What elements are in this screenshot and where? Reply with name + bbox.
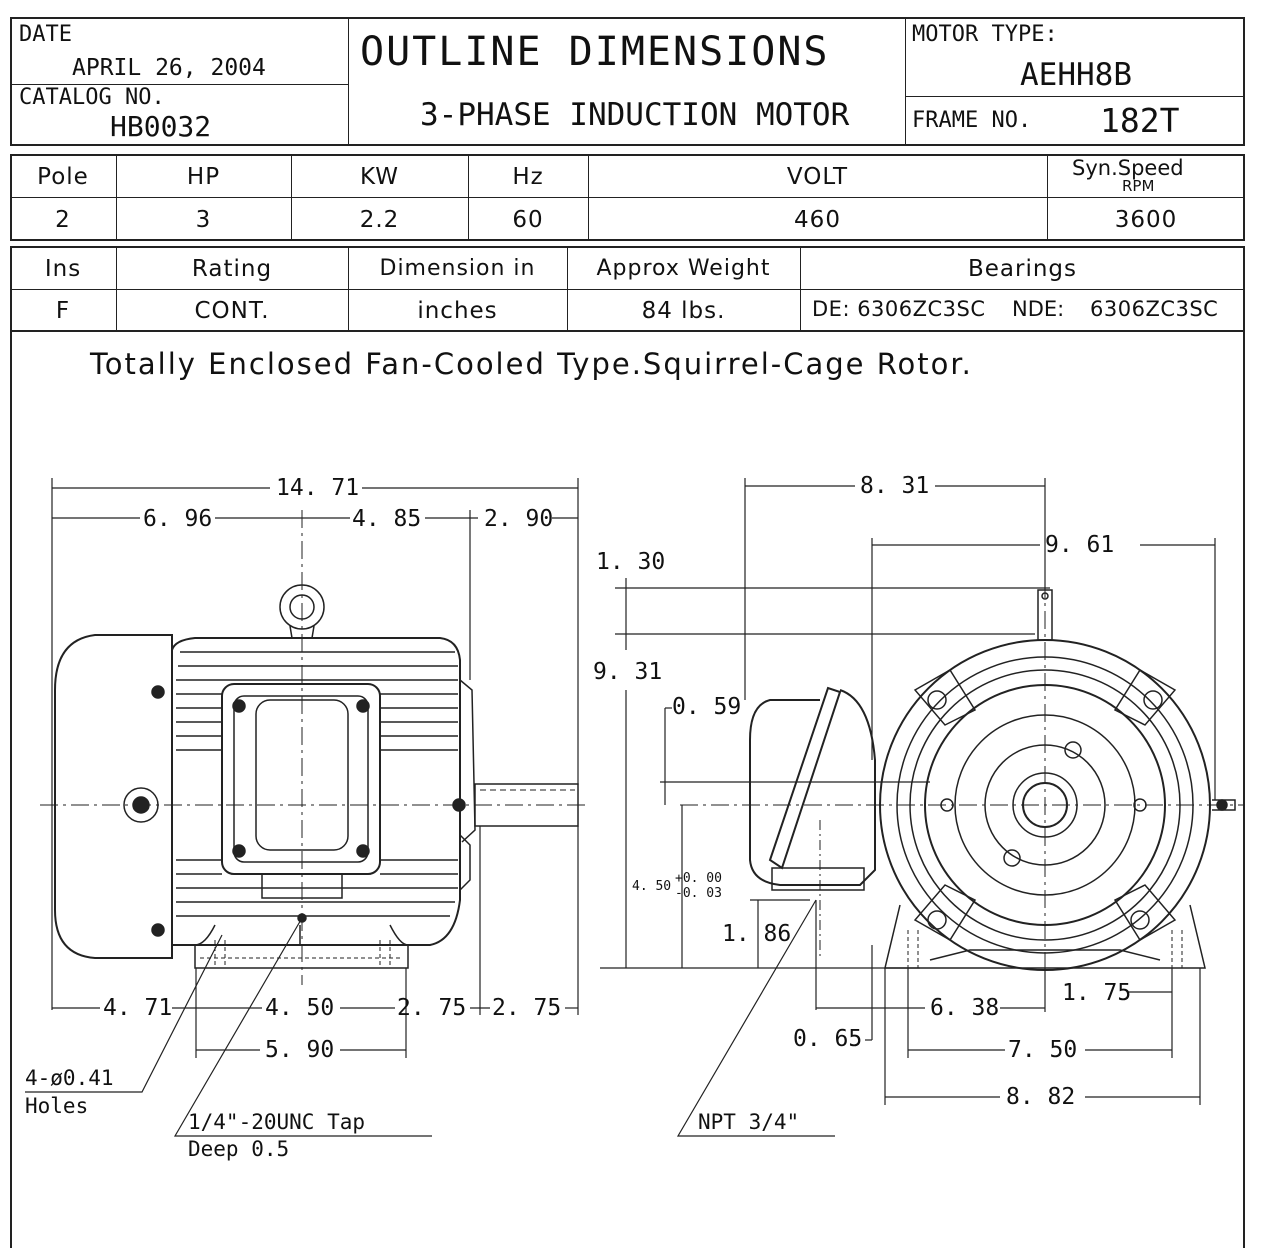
dim-side-b1: 4. 71 (103, 995, 173, 1021)
value-bearing-de: DE: 6306ZC3SC (812, 297, 986, 321)
title-divider-right (905, 17, 906, 146)
title-divider-left (348, 17, 349, 146)
header-ins: Ins (44, 255, 82, 282)
dim-front-w1: 8. 31 (860, 473, 930, 499)
dim-front-tol-plus: +0. 00 (675, 871, 722, 886)
spec-table-2-col (348, 246, 349, 332)
header-dimension: Dimension in (379, 256, 536, 281)
dim-front-f1: 6. 38 (930, 995, 1000, 1021)
header-pole: Pole (37, 163, 89, 190)
motor-type-label: MOTOR TYPE: (912, 22, 1058, 47)
dim-front-f2: 1. 75 (1062, 980, 1132, 1006)
dim-side-b5: 5. 90 (265, 1037, 335, 1063)
date-label: DATE (19, 22, 72, 47)
frame-label: FRAME NO. (912, 108, 1032, 133)
dim-side-b2: 4. 50 (265, 995, 335, 1021)
spec-table-2-col (567, 246, 568, 332)
dim-side-d2: 4. 85 (352, 506, 422, 532)
spec-table-1-col (588, 154, 589, 241)
header-volt: VOLT (786, 163, 849, 190)
value-bearing-nde-label: NDE: (1012, 297, 1065, 321)
front-view-motor (680, 580, 1245, 990)
spec-table-2-rule (10, 289, 1245, 290)
dim-front-h5: 1. 86 (722, 921, 792, 947)
dim-front-f5: 8. 82 (1006, 1084, 1076, 1110)
page-subtitle: 3-PHASE INDUCTION MOTOR (420, 97, 850, 133)
date-value: APRIL 26, 2004 (72, 55, 266, 81)
drawing-frame-right (1243, 332, 1245, 1248)
value-kw: 2.2 (359, 206, 400, 233)
value-volt: 460 (794, 206, 841, 233)
value-syn-speed: 3600 (1114, 206, 1178, 233)
header-kw: KW (359, 163, 399, 190)
dim-front-tol-minus: -0. 03 (675, 886, 722, 901)
spec-table-1-col (116, 154, 117, 241)
header-syn-speed: Syn.Speed (1072, 156, 1184, 180)
value-rating: CONT. (194, 298, 270, 324)
header-hp: HP (186, 163, 221, 190)
spec-table-2-col (800, 246, 801, 332)
value-hz: 60 (512, 206, 544, 233)
dim-front-f3: 0. 65 (793, 1026, 863, 1052)
value-weight: 84 lbs. (641, 298, 726, 324)
value-ins: F (55, 298, 71, 324)
description: Totally Enclosed Fan-Cooled Type.Squirre… (90, 347, 973, 381)
spec-table-1-rule (10, 197, 1245, 198)
holes-note: 4-ø0.41 (25, 1066, 114, 1090)
holes-note-2: Holes (25, 1094, 89, 1118)
dim-side-d3: 2. 90 (484, 506, 554, 532)
dim-side-d1: 6. 96 (143, 506, 213, 532)
dim-front-h2: 9. 31 (593, 659, 663, 685)
catalog-label: CATALOG NO. (19, 85, 165, 110)
dim-front-h4: 4. 50 (632, 879, 672, 894)
dim-front-w2: 9. 61 (1045, 532, 1115, 558)
tap-note: 1/4"-20UNC Tap (188, 1110, 366, 1134)
side-view-motor (40, 510, 590, 985)
front-view-dimensions (600, 478, 1216, 1137)
side-view-dimensions (25, 478, 579, 1137)
header-hz: Hz (512, 163, 544, 190)
value-dimension: inches (417, 298, 498, 324)
npt-note: NPT 3/4" (698, 1110, 800, 1134)
page-title: OUTLINE DIMENSIONS (360, 29, 830, 75)
value-pole: 2 (55, 206, 71, 233)
value-hp: 3 (195, 206, 212, 233)
dim-overall-length: 14. 71 (276, 475, 360, 501)
title-divider-mid-right (905, 96, 1245, 97)
motor-type-value: AEHH8B (1020, 57, 1132, 93)
dim-side-b4: 2. 75 (492, 995, 562, 1021)
header-rating: Rating (191, 255, 273, 282)
header-bearings: Bearings (967, 255, 1078, 282)
spec-table-1-col (1047, 154, 1048, 241)
drawing-frame-left (10, 332, 12, 1248)
catalog-value: HB0032 (110, 110, 212, 143)
dim-front-f4: 7. 50 (1008, 1037, 1078, 1063)
frame-value: 182T (1100, 101, 1180, 140)
dim-front-h3: 0. 59 (672, 694, 742, 720)
header-rpm: RPM (1122, 177, 1155, 195)
dim-side-b3: 2. 75 (397, 995, 467, 1021)
title-divider-mid-left (10, 84, 348, 85)
header-weight: Approx Weight (596, 256, 771, 281)
value-bearing-nde: 6306ZC3SC (1090, 297, 1219, 321)
title-block (10, 17, 1245, 146)
spec-table-1-col (468, 154, 469, 241)
spec-table-1-col (291, 154, 292, 241)
tap-note-2: Deep 0.5 (188, 1137, 290, 1161)
dim-front-h1: 1. 30 (596, 549, 666, 575)
spec-table-2-col (116, 246, 117, 332)
